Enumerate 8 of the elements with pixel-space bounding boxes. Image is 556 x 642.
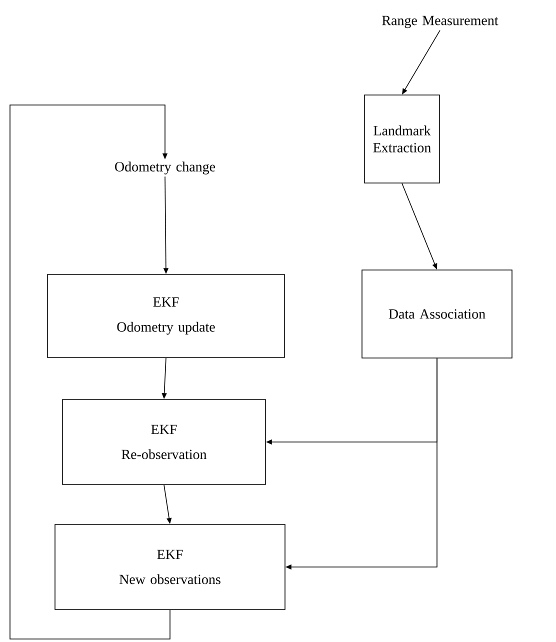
text-label: Range Measurement (382, 16, 498, 28)
process-box: EKF Odometry update (47, 274, 285, 358)
process-box: Data Association (362, 270, 512, 358)
process-box: Landmark Extraction (364, 94, 440, 184)
text-label: Odometry change (115, 162, 216, 174)
process-box: EKF New observations (54, 524, 286, 610)
process-box: EKF Re-observation (62, 399, 266, 485)
arrow (10, 104, 170, 640)
